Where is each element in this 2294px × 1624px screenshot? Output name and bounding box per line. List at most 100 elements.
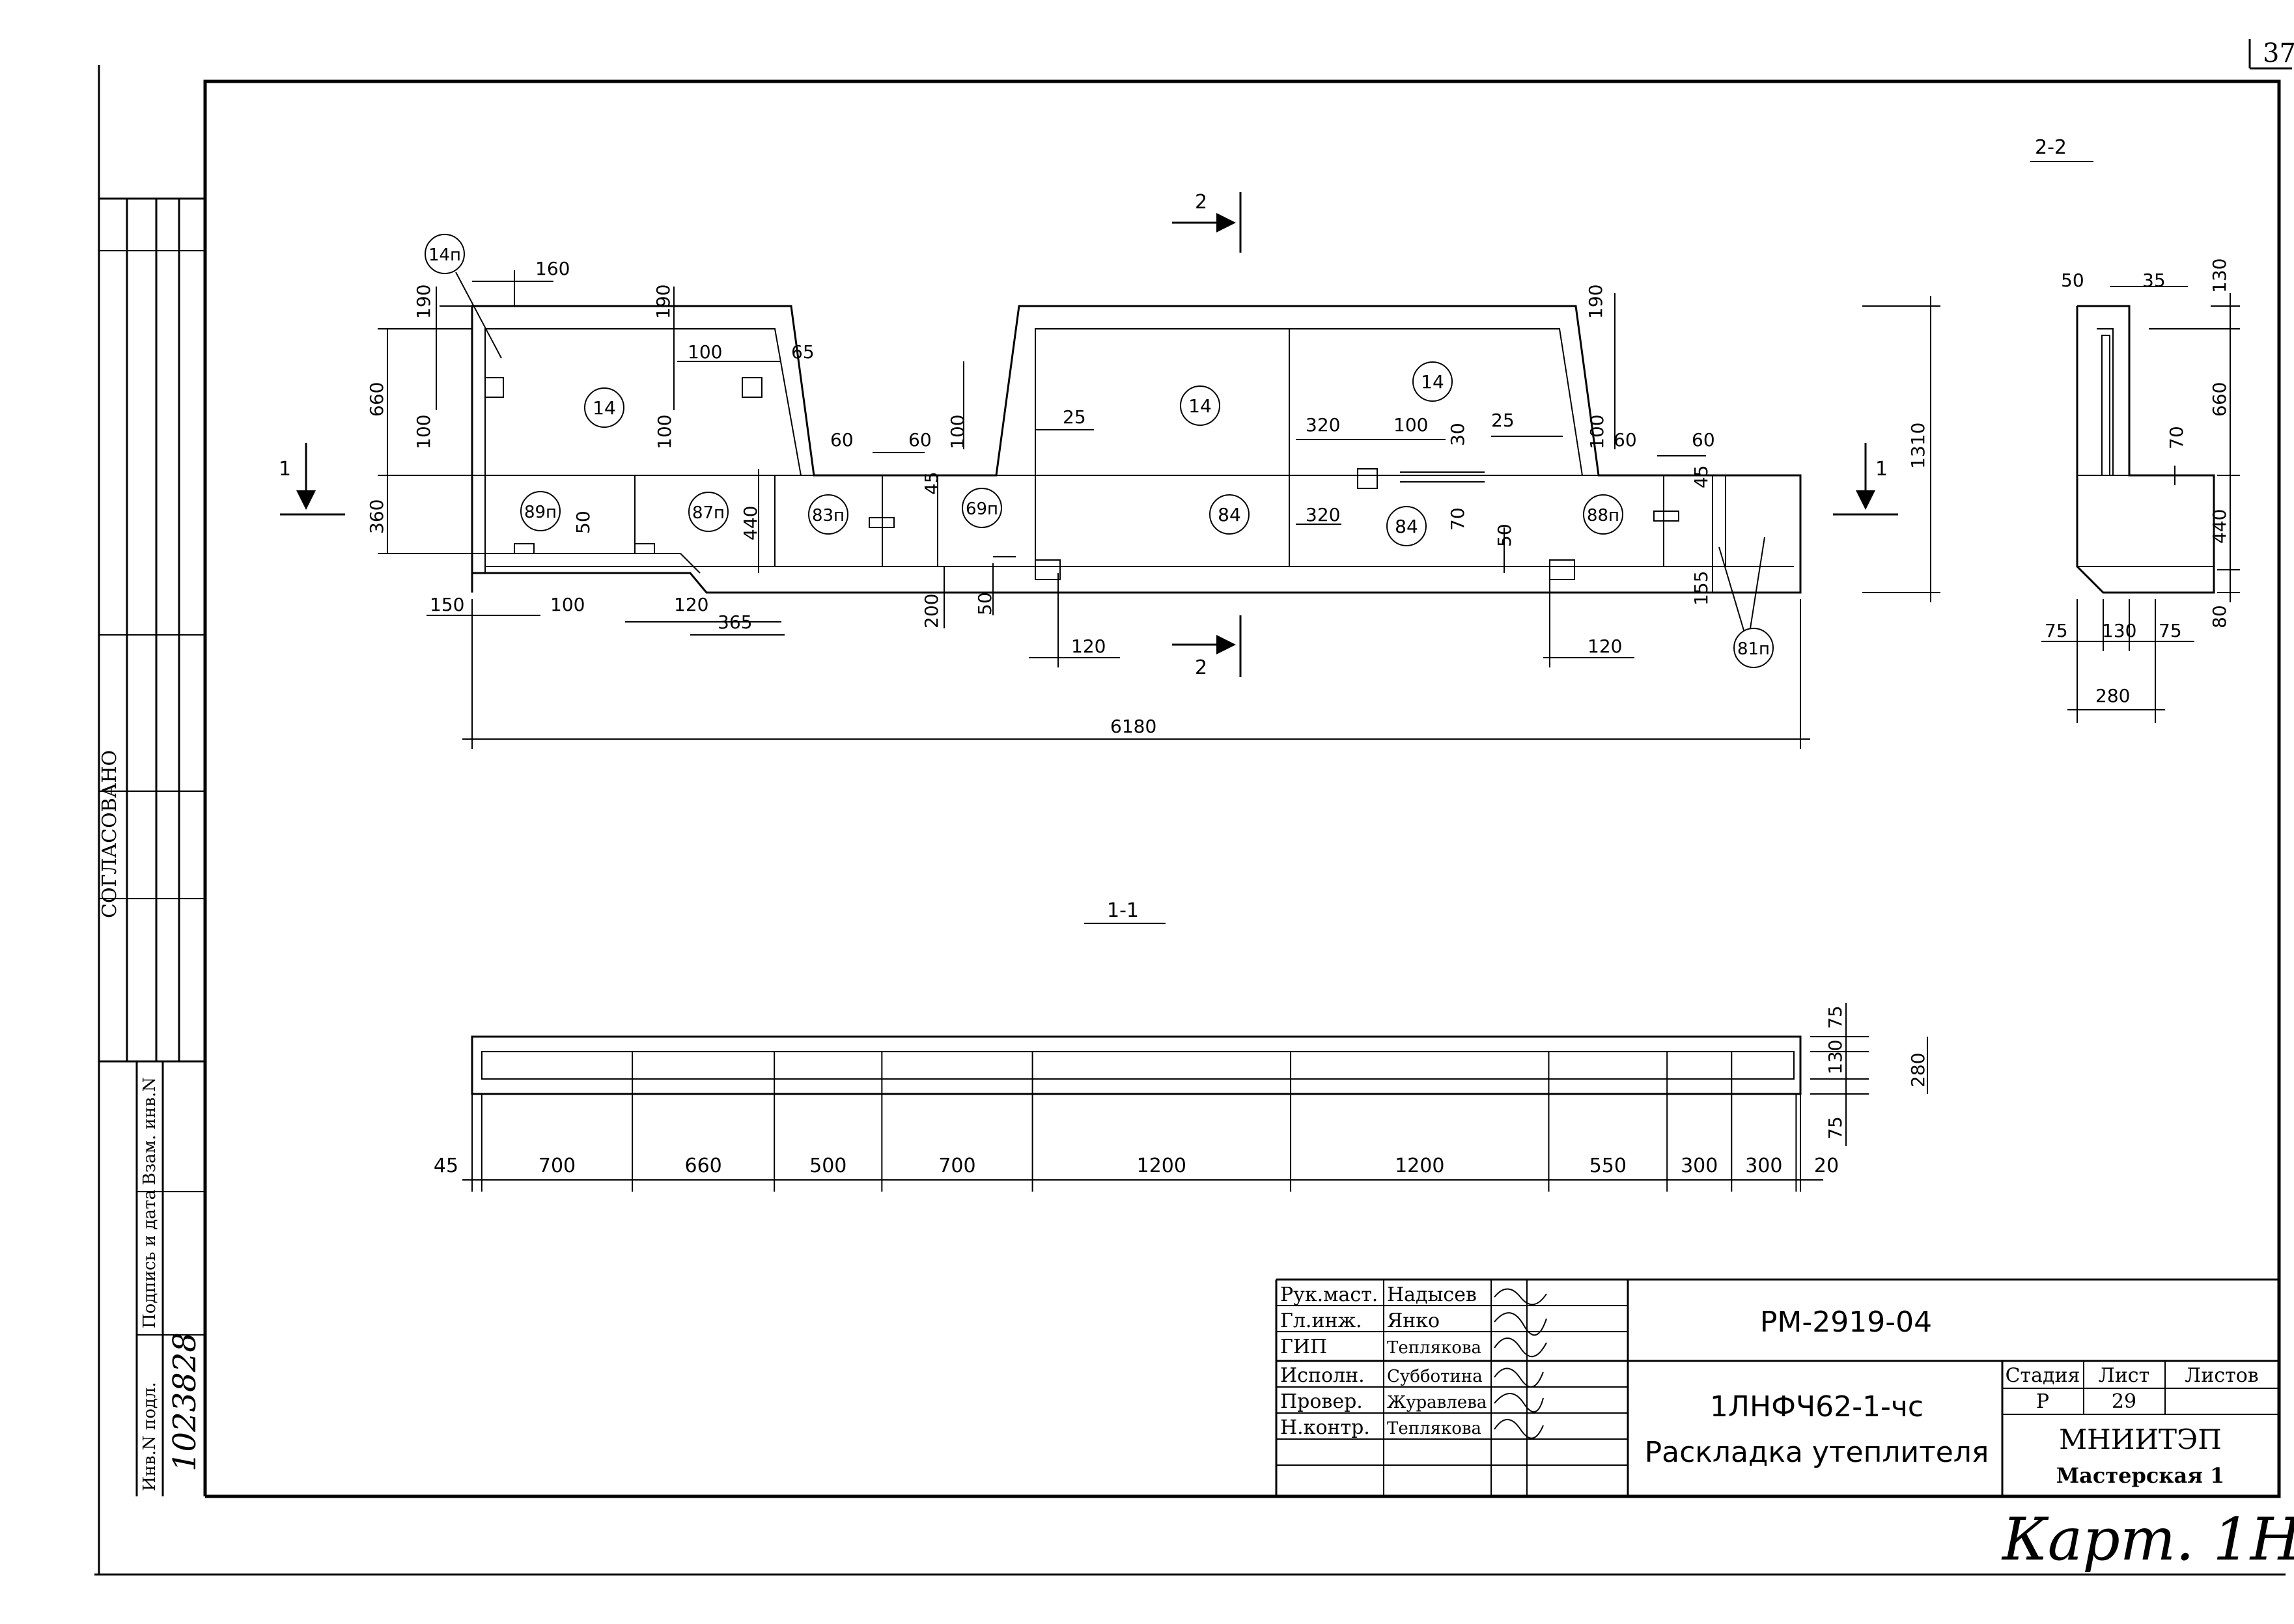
- dim-mid: 45: [1690, 465, 1712, 488]
- dim-22: 50: [2061, 270, 2084, 291]
- stage-value: Р: [2036, 1390, 2049, 1413]
- handwritten-note: Карт. 1Н36б: [2001, 1505, 2294, 1574]
- plan-label: 89п: [524, 503, 557, 522]
- section-1-1-segment-label: 1200: [1395, 1155, 1444, 1177]
- dim-top: 100: [688, 341, 722, 363]
- dim-22: 75: [2045, 620, 2068, 641]
- dim-overall-height: 1310: [1907, 423, 1929, 469]
- dim-mid: 50: [572, 511, 594, 534]
- plan-label: 88п: [1587, 506, 1619, 525]
- sheets-label: Листов: [2185, 1364, 2258, 1387]
- plan-dimension-text: 160 190 190 100 65 190 60 60 100 25 320 …: [366, 258, 1929, 737]
- dim-11-right: 130: [1825, 1040, 1846, 1074]
- dim-top: 60: [1692, 429, 1715, 451]
- dim-top: 190: [413, 285, 434, 319]
- sheet-frame: [94, 39, 2292, 1576]
- tb-name: Теплякова: [1387, 1338, 1481, 1358]
- dim-bottom: 200: [921, 594, 942, 628]
- dim-11-right: 280: [1907, 1053, 1929, 1087]
- section-1-1-title: 1-1: [1107, 899, 1139, 922]
- dim-bottom: 50: [974, 592, 996, 615]
- org-name: МНИИТЭП: [2059, 1423, 2222, 1455]
- section-1-1-segment-label: 700: [539, 1155, 576, 1177]
- cut-mark-2-top: 2: [1195, 191, 1207, 214]
- dim-bottom: 120: [674, 594, 708, 615]
- plan-label: 14: [1188, 395, 1212, 417]
- plan-label: 83п: [812, 506, 845, 525]
- section-2-2: 2-2: [2030, 136, 2240, 723]
- sheet-title: Раскладка утеплителя: [1645, 1436, 1989, 1469]
- section-1-1: 1-1: [462, 899, 1928, 1192]
- dim-mid: 45: [921, 471, 942, 495]
- dim-11-right: 75: [1825, 1005, 1846, 1029]
- plan-label: 14: [1421, 371, 1444, 393]
- section-1-1-segment-label: 300: [1681, 1155, 1718, 1177]
- agreed-label: СОГЛАСОВАНО: [98, 750, 121, 918]
- dim-top: 25: [1491, 410, 1515, 431]
- signatures: [1494, 1288, 1547, 1439]
- plan-label: 14: [593, 397, 616, 419]
- tb-name: Надысев: [1387, 1283, 1477, 1306]
- section-1-1-segment-label: 20: [1814, 1155, 1839, 1177]
- title-block-roles: Рук.маст. Надысев Гл.инж. Янко ГИП Тепля…: [1280, 1283, 1547, 1439]
- dim-mid: 50: [1494, 524, 1515, 547]
- dim-top: 60: [908, 429, 932, 451]
- plan-label: 84: [1395, 516, 1418, 537]
- section-2-2-dims: 50 35 130 660 70 440 80 75 130 75 280: [2045, 259, 2230, 707]
- element-code: 1ЛНФЧ62-1-чс: [1710, 1390, 1923, 1423]
- dim-bottom: 150: [430, 594, 464, 615]
- dim-bottom: 100: [550, 594, 585, 615]
- inv-orig-label: Инв.N подл.: [140, 1382, 160, 1491]
- dim-top: 320: [1306, 414, 1340, 436]
- dim-top: 25: [1063, 406, 1086, 428]
- dim-22: 130: [2209, 259, 2230, 293]
- dim-top: 30: [1447, 423, 1468, 446]
- dim-mid: 320: [1306, 504, 1340, 525]
- plan-outline: [471, 305, 1802, 594]
- section-1-1-segment-label: 500: [809, 1155, 846, 1177]
- section-1-1-dims: 75 130 75 280: [1825, 1005, 1929, 1140]
- tb-role: Гл.инж.: [1280, 1309, 1362, 1332]
- plan-label: 69п: [966, 499, 998, 519]
- plan-label: 14п: [428, 245, 461, 265]
- replace-inv-label: Взам. инв.N: [140, 1077, 160, 1185]
- tb-name: Янко: [1387, 1309, 1440, 1332]
- tb-role: Провер.: [1280, 1390, 1363, 1413]
- dim-bottom: 120: [1071, 636, 1106, 657]
- tb-role: ГИП: [1280, 1336, 1327, 1358]
- dim-top: 100: [1586, 415, 1608, 449]
- plan-label: 87п: [692, 503, 725, 523]
- tb-role: Исполн.: [1280, 1364, 1365, 1387]
- cut-marks: 2 2 1 1: [279, 191, 1898, 679]
- section-1-1-segment-label: 700: [938, 1155, 975, 1177]
- plan-view: [471, 305, 1802, 594]
- tb-role: Н.контр.: [1280, 1416, 1370, 1439]
- tb-name: Теплякова: [1387, 1419, 1481, 1438]
- plan-label: 81п: [1737, 639, 1770, 659]
- tb-name: Журавлева: [1387, 1393, 1487, 1412]
- dim-left: 360: [366, 499, 387, 534]
- tb-name: Субботина: [1387, 1367, 1483, 1386]
- dim-22: 280: [2095, 685, 2130, 707]
- dim-top: 60: [830, 429, 854, 451]
- left-stamp-frame: [99, 197, 205, 1496]
- section-1-1-segment-label: 1200: [1137, 1155, 1186, 1177]
- tb-role: Рук.маст.: [1280, 1283, 1378, 1306]
- dim-mid: 70: [1447, 507, 1468, 531]
- dim-mid: 440: [740, 506, 761, 540]
- section-2-2-title: 2-2: [2035, 136, 2067, 159]
- dim-22: 70: [2166, 426, 2187, 449]
- dim-mid: 155: [1690, 571, 1712, 606]
- dim-top: 160: [535, 258, 570, 279]
- stage-label: Стадия: [2006, 1364, 2080, 1387]
- dim-22: 130: [2102, 620, 2136, 641]
- sheet-value: 29: [2112, 1390, 2136, 1413]
- dim-left: 660: [366, 382, 387, 417]
- cut-mark-2-bottom: 2: [1195, 656, 1207, 679]
- sheet-label: Лист: [2099, 1364, 2149, 1387]
- dept-name: Мастерская 1: [2056, 1463, 2225, 1488]
- dim-top: 100: [1393, 414, 1428, 436]
- dim-top: 60: [1614, 429, 1637, 451]
